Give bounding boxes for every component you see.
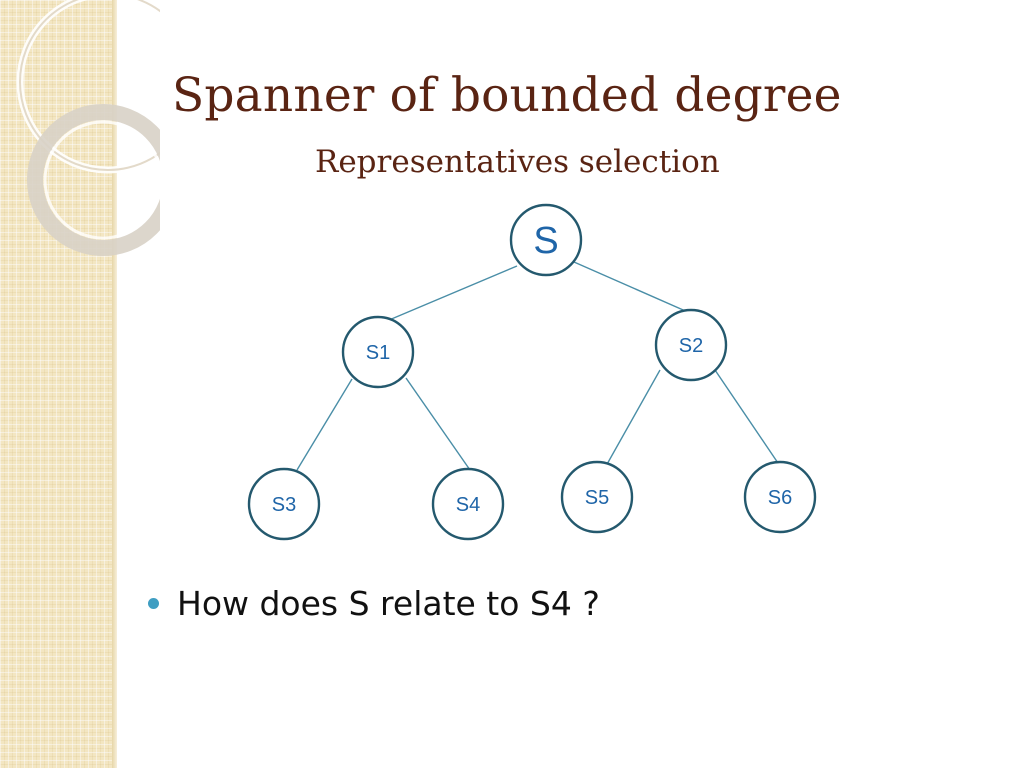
tree-root-node: S [509,203,583,277]
slide-title: Spanner of bounded degree [172,68,842,123]
tree-node-s2-label: S2 [679,335,703,357]
sidebar-divider [112,0,117,768]
tree-node-s3: S3 [247,467,321,541]
tree-node-s2: S2 [654,308,728,382]
bullet-question: How does S relate to S4 ? [177,584,600,623]
edge-s-s2 [573,261,691,314]
tree-node-s5-label: S5 [585,487,609,509]
tree-root-label: S [533,220,558,262]
tree-node-s4-label: S4 [456,494,480,516]
slide-subtitle: Representatives selection [315,144,720,180]
edge-s-s1 [381,265,518,324]
decorative-rings [16,0,160,256]
edge-s2-s5 [605,369,661,467]
edge-s2-s6 [714,369,781,467]
tree-node-s1-label: S1 [366,342,390,364]
tree-node-s1: S1 [341,315,415,389]
tree-node-s6-label: S6 [768,487,792,509]
tree-node-s4: S4 [431,467,505,541]
bullet-item: How does S relate to S4 ? [148,584,600,623]
edge-s1-s3 [296,378,353,471]
tree-node-s6: S6 [743,460,817,534]
tree-node-s5: S5 [560,460,634,534]
tree-node-s3-label: S3 [272,494,296,516]
edge-s1-s4 [405,377,471,471]
bullet-dot [148,598,159,609]
